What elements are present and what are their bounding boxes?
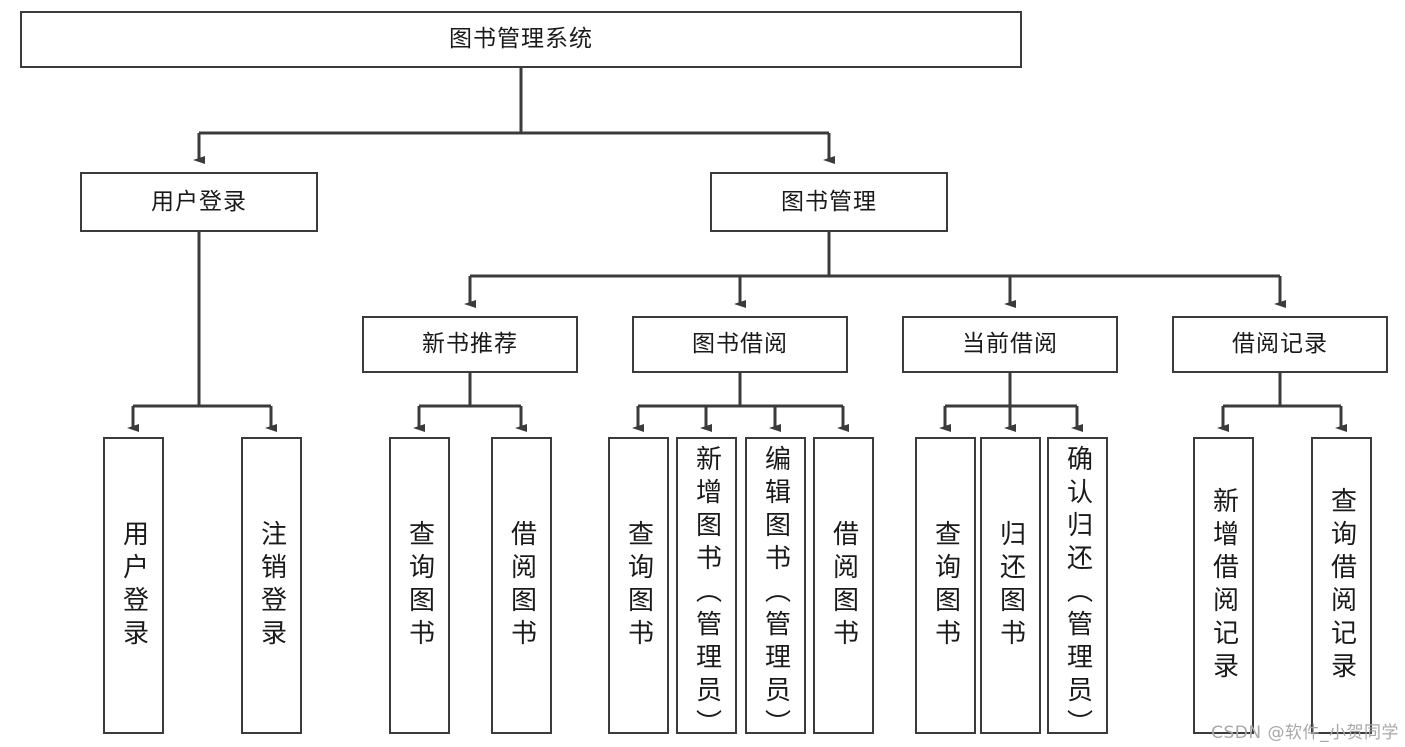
leaf-borrow-query-book[interactable]: 查询图书	[608, 437, 669, 734]
node-label: 确认归还（管理员）	[1062, 445, 1093, 742]
leaf-user-logout[interactable]: 注销登录	[241, 437, 302, 734]
watermark-text: CSDN @软件_小贺同学	[1211, 723, 1399, 743]
node-label: 查询图书	[404, 519, 435, 652]
node-label: 新书推荐	[422, 331, 518, 358]
node-label: 图书管理系统	[449, 26, 593, 53]
node-book-borrow[interactable]: 图书借阅	[632, 316, 848, 373]
leaf-user-login[interactable]: 用户登录	[103, 437, 164, 734]
node-new-book-recommend[interactable]: 新书推荐	[362, 316, 578, 373]
node-label: 注销登录	[256, 519, 287, 652]
leaf-borrow-edit-book-admin[interactable]: 编辑图书（管理员）	[745, 437, 806, 742]
node-book-management[interactable]: 图书管理	[710, 172, 948, 232]
node-borrow-records[interactable]: 借阅记录	[1172, 316, 1388, 373]
node-label: 查询图书	[623, 519, 654, 652]
leaf-current-confirm-return-admin[interactable]: 确认归还（管理员）	[1047, 437, 1108, 742]
leaf-recommend-query-book[interactable]: 查询图书	[389, 437, 450, 734]
node-root-system[interactable]: 图书管理系统	[20, 11, 1022, 68]
node-label: 用户登录	[118, 519, 149, 652]
node-label: 图书借阅	[692, 331, 788, 358]
leaf-records-query-record[interactable]: 查询借阅记录	[1311, 437, 1372, 734]
node-label: 用户登录	[151, 188, 247, 215]
node-label: 归还图书	[995, 519, 1026, 652]
leaf-recommend-borrow-book[interactable]: 借阅图书	[491, 437, 552, 734]
node-user-login[interactable]: 用户登录	[80, 172, 318, 232]
node-label: 当前借阅	[962, 331, 1058, 358]
node-label: 查询借阅记录	[1326, 486, 1357, 685]
node-label: 查询图书	[930, 519, 961, 652]
node-current-borrow[interactable]: 当前借阅	[902, 316, 1118, 373]
node-label: 借阅图书	[828, 519, 859, 652]
node-label: 新增借阅记录	[1208, 486, 1239, 685]
node-label: 图书管理	[781, 188, 877, 215]
node-label: 新增图书（管理员）	[691, 445, 722, 742]
leaf-current-return-book[interactable]: 归还图书	[980, 437, 1041, 734]
leaf-current-query-book[interactable]: 查询图书	[915, 437, 976, 734]
leaf-records-add-record[interactable]: 新增借阅记录	[1193, 437, 1254, 734]
leaf-borrow-borrow-book[interactable]: 借阅图书	[813, 437, 874, 734]
node-label: 借阅图书	[506, 519, 537, 652]
node-label: 编辑图书（管理员）	[760, 445, 791, 742]
node-label: 借阅记录	[1232, 331, 1328, 358]
leaf-borrow-add-book-admin[interactable]: 新增图书（管理员）	[676, 437, 737, 742]
